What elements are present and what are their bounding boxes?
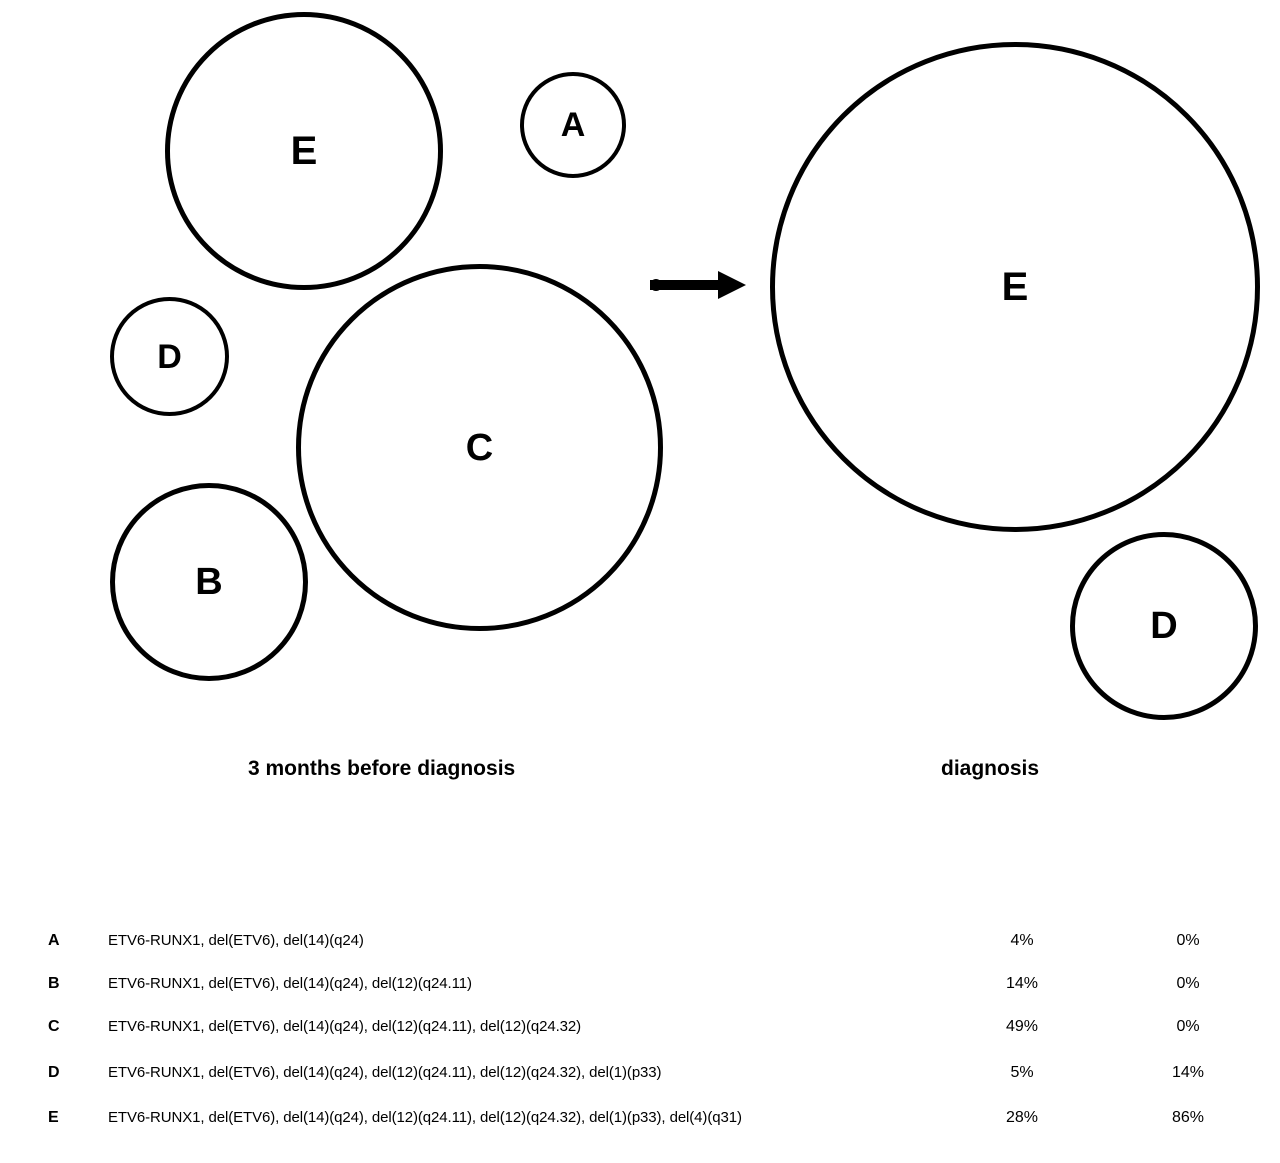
row-aberrations: ETV6-RUNX1, del(ETV6), del(14)(q24), del… xyxy=(108,975,472,992)
bubble-before-c: C xyxy=(296,264,663,631)
row-key: D xyxy=(48,1064,60,1081)
row-value-diagnosis: 0% xyxy=(1176,1018,1200,1035)
table-row: B ETV6-RUNX1, del(ETV6), del(14)(q24), d… xyxy=(0,975,1280,1005)
bubble-diagnosis-d: D xyxy=(1070,532,1258,720)
bubble-label-e: E xyxy=(1001,265,1029,309)
row-value-diagnosis: 0% xyxy=(1176,932,1200,949)
row-aberrations: ETV6-RUNX1, del(ETV6), del(14)(q24) xyxy=(108,932,364,949)
table-row: D ETV6-RUNX1, del(ETV6), del(14)(q24), d… xyxy=(0,1064,1280,1094)
bubble-before-b: B xyxy=(110,483,308,681)
table-row: C ETV6-RUNX1, del(ETV6), del(14)(q24), d… xyxy=(0,1018,1280,1048)
bubble-diagnosis-e: E xyxy=(770,42,1260,532)
bubble-label-b: B xyxy=(195,561,223,603)
bubble-label-a: A xyxy=(560,106,586,144)
caption-diagnosis: diagnosis xyxy=(941,757,1040,780)
row-value-diagnosis: 86% xyxy=(1171,1109,1205,1126)
bubble-before-e: E xyxy=(165,12,443,290)
table-row: E ETV6-RUNX1, del(ETV6), del(14)(q24), d… xyxy=(0,1109,1280,1139)
bubble-diagram: E A D C B E D 3 months before diagnosis … xyxy=(110,12,1260,780)
row-value-before: 14% xyxy=(1005,975,1039,992)
caption-before-diagnosis: 3 months before diagnosis xyxy=(248,757,516,780)
row-key: B xyxy=(48,975,60,992)
bubble-label-e: E xyxy=(290,129,318,173)
row-value-before: 49% xyxy=(1005,1018,1039,1035)
row-value-diagnosis: 14% xyxy=(1171,1064,1205,1081)
table-row: A ETV6-RUNX1, del(ETV6), del(14)(q24) 4%… xyxy=(0,932,1280,962)
row-aberrations: ETV6-RUNX1, del(ETV6), del(14)(q24), del… xyxy=(108,1064,662,1081)
aberration-table: genetic aberrations 3 months before diag… xyxy=(0,820,1280,1163)
row-value-before: 28% xyxy=(1005,1109,1039,1126)
right-arrow-icon xyxy=(650,271,746,299)
row-value-diagnosis: 0% xyxy=(1176,975,1200,992)
bubble-before-a: A xyxy=(520,72,626,178)
row-key: C xyxy=(48,1018,60,1035)
row-value-before: 5% xyxy=(1010,1064,1034,1081)
bubble-before-d: D xyxy=(110,297,229,416)
bubble-label-d: D xyxy=(157,337,182,376)
row-aberrations: ETV6-RUNX1, del(ETV6), del(14)(q24), del… xyxy=(108,1109,742,1126)
row-value-before: 4% xyxy=(1010,932,1034,949)
row-key: A xyxy=(48,932,60,949)
row-key: E xyxy=(48,1109,59,1126)
row-aberrations: ETV6-RUNX1, del(ETV6), del(14)(q24), del… xyxy=(108,1018,582,1035)
bubble-label-d: D xyxy=(1150,605,1178,647)
bubble-label-c: C xyxy=(465,426,494,469)
